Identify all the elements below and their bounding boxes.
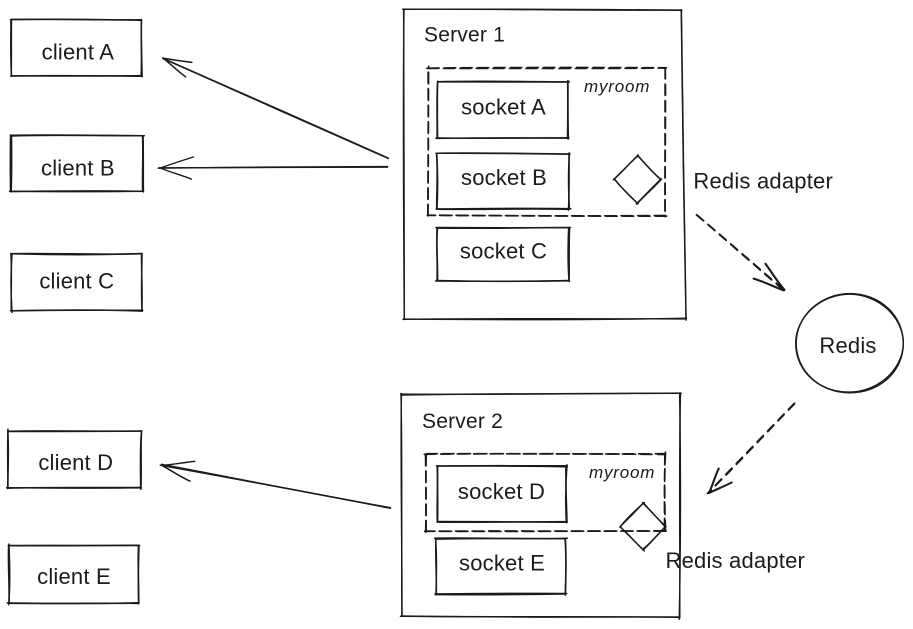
svg-text:myroom: myroom [589,463,655,482]
svg-text:socket D: socket D [458,479,545,504]
svg-text:client D: client D [38,450,113,475]
svg-text:Redis: Redis [819,333,876,358]
svg-text:myroom: myroom [584,77,650,96]
svg-text:Server 2: Server 2 [422,410,503,433]
svg-text:Server 1: Server 1 [424,24,505,47]
svg-text:socket E: socket E [459,551,545,576]
svg-text:Redis adapter: Redis adapter [693,169,833,194]
svg-text:client A: client A [42,40,115,65]
svg-text:socket A: socket A [461,95,546,120]
svg-text:client C: client C [39,269,114,294]
svg-text:client B: client B [41,156,115,181]
svg-text:socket B: socket B [461,165,547,190]
svg-text:client E: client E [37,564,111,589]
svg-text:socket C: socket C [460,239,547,264]
svg-text:Redis adapter: Redis adapter [666,548,806,573]
